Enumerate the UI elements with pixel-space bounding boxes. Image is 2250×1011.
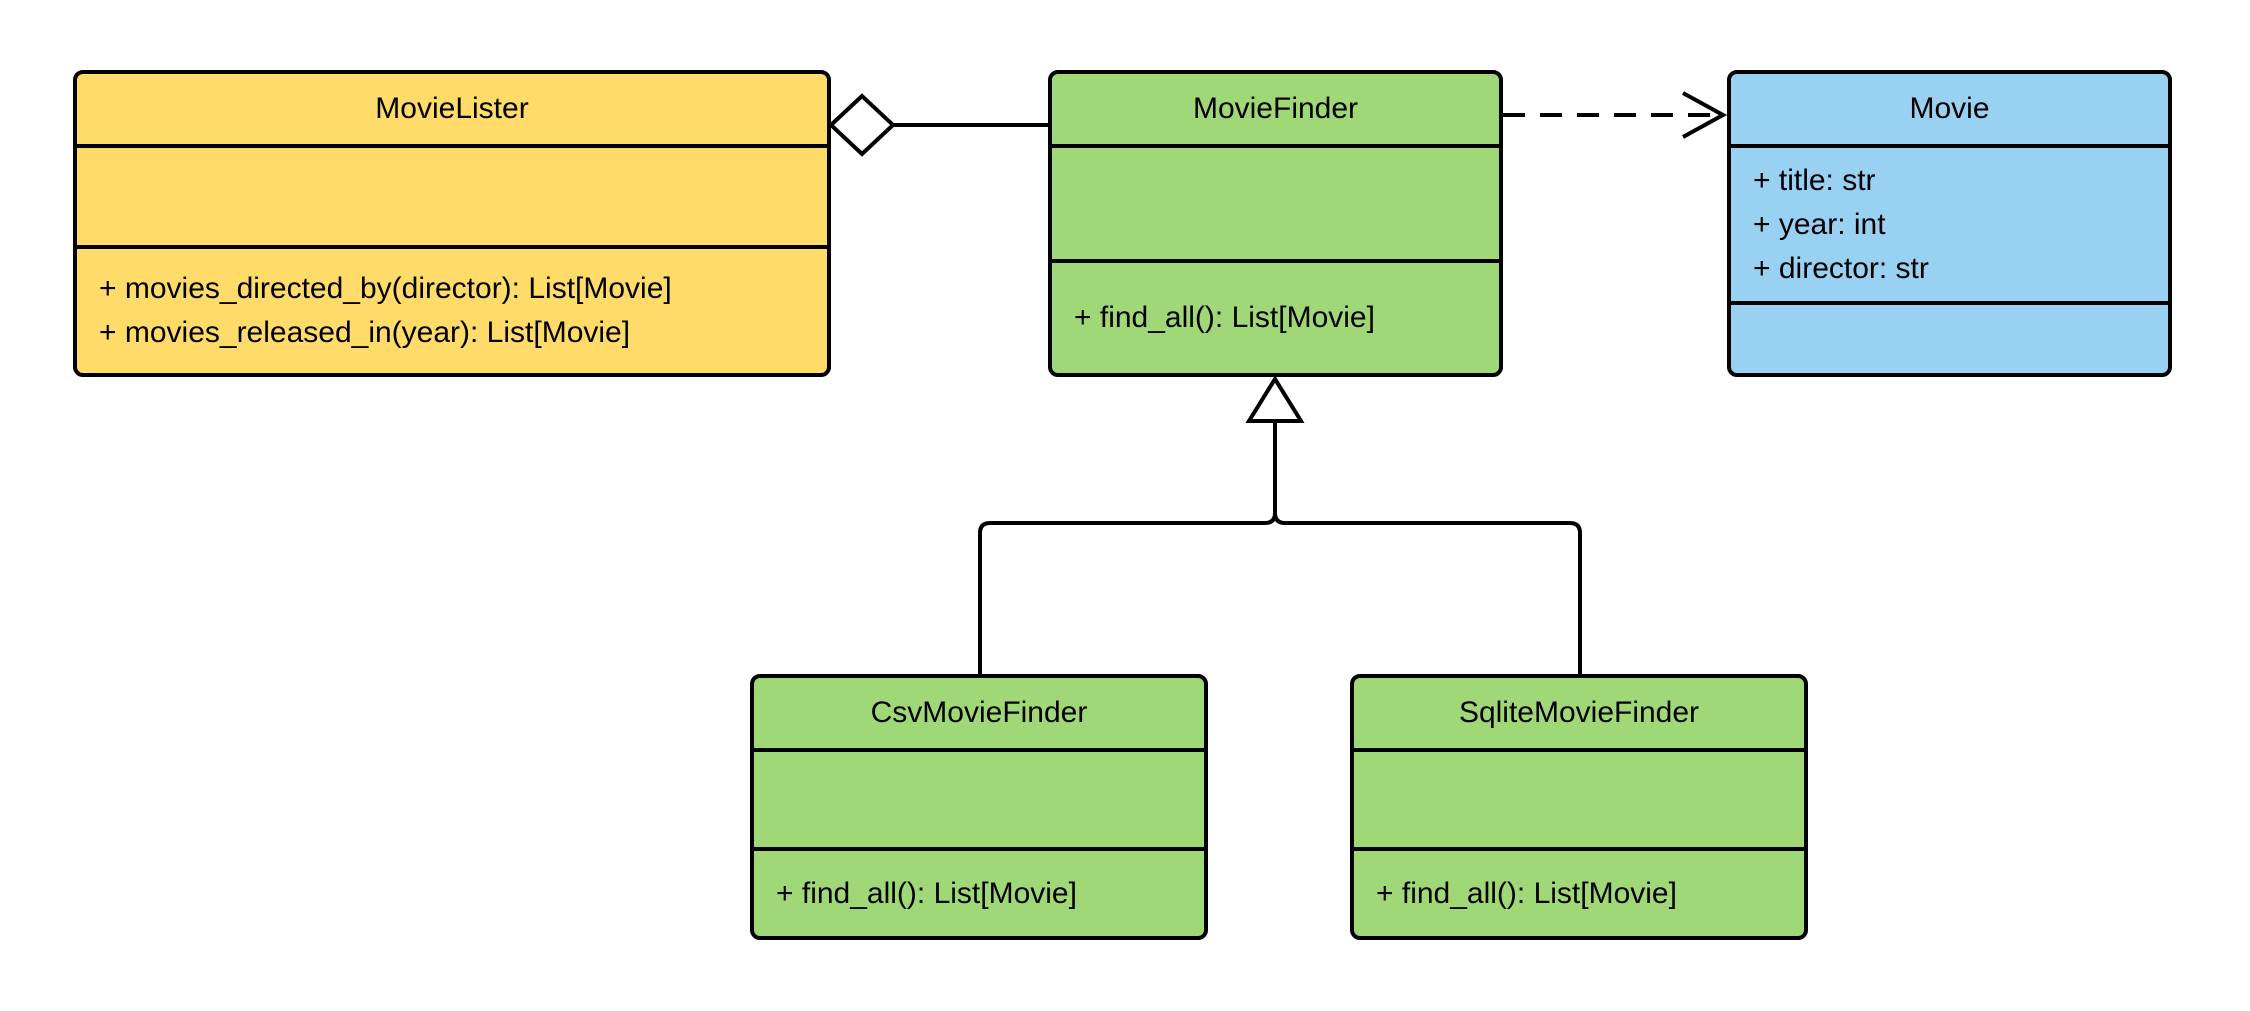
hollow-triangle-icon: [1245, 375, 1305, 423]
method-label: + find_all(): List[Movie]: [1376, 876, 1677, 910]
method-label: + find_all(): List[Movie]: [1074, 301, 1375, 334]
dependency-connector-moviefinder-movie[interactable]: [1503, 91, 1728, 139]
methods-section: + find_all(): List[Movie]: [754, 847, 1204, 936]
hollow-diamond-icon: [828, 93, 896, 157]
attributes-section: [1052, 144, 1499, 259]
attributes-section: [1354, 748, 1804, 847]
attribute-label: + year: int: [1753, 207, 1886, 241]
attribute-label: + title: str: [1753, 163, 1876, 197]
connector-line: [978, 421, 1277, 674]
class-box-sqlitemoviefinder[interactable]: SqliteMovieFinder + find_all(): List[Mov…: [1350, 674, 1808, 940]
method-label: + movies_released_in(year): List[Movie]: [99, 316, 631, 349]
class-name: CsvMovieFinder: [870, 696, 1088, 729]
class-box-csvmoviefinder[interactable]: CsvMovieFinder + find_all(): List[Movie]: [750, 674, 1208, 940]
methods-section: + find_all(): List[Movie]: [1052, 259, 1499, 373]
class-box-moviefinder[interactable]: MovieFinder + find_all(): List[Movie]: [1048, 70, 1503, 377]
open-arrowhead-icon: [1682, 91, 1728, 139]
methods-section: + find_all(): List[Movie]: [1354, 847, 1804, 936]
attributes-section: + title: str + year: int + director: str: [1731, 144, 2168, 301]
method-label: + movies_directed_by(director): List[Mov…: [99, 272, 672, 305]
class-box-movielister[interactable]: MovieLister + movies_directed_by(directo…: [73, 70, 831, 377]
attribute-label: + director: str: [1753, 251, 1929, 285]
method-label: + find_all(): List[Movie]: [776, 876, 1077, 910]
connector-line: [1273, 512, 1582, 674]
attributes-section: [77, 144, 827, 245]
inheritance-connector-csvmoviefinder-moviefinder[interactable]: [978, 421, 1277, 674]
class-name: MovieFinder: [1192, 92, 1359, 125]
methods-section: [1731, 301, 2168, 373]
class-name: SqliteMovieFinder: [1458, 696, 1700, 729]
inheritance-connector-sqlitemoviefinder-moviefinder[interactable]: [1273, 512, 1582, 674]
class-name: MovieLister: [375, 92, 529, 125]
class-box-movie[interactable]: Movie + title: str + year: int + directo…: [1727, 70, 2172, 377]
aggregation-connector-movielister-moviefinder[interactable]: [828, 93, 1048, 157]
attributes-section: [754, 748, 1204, 847]
methods-section: + movies_directed_by(director): List[Mov…: [77, 245, 827, 373]
class-name: Movie: [1909, 92, 1990, 125]
